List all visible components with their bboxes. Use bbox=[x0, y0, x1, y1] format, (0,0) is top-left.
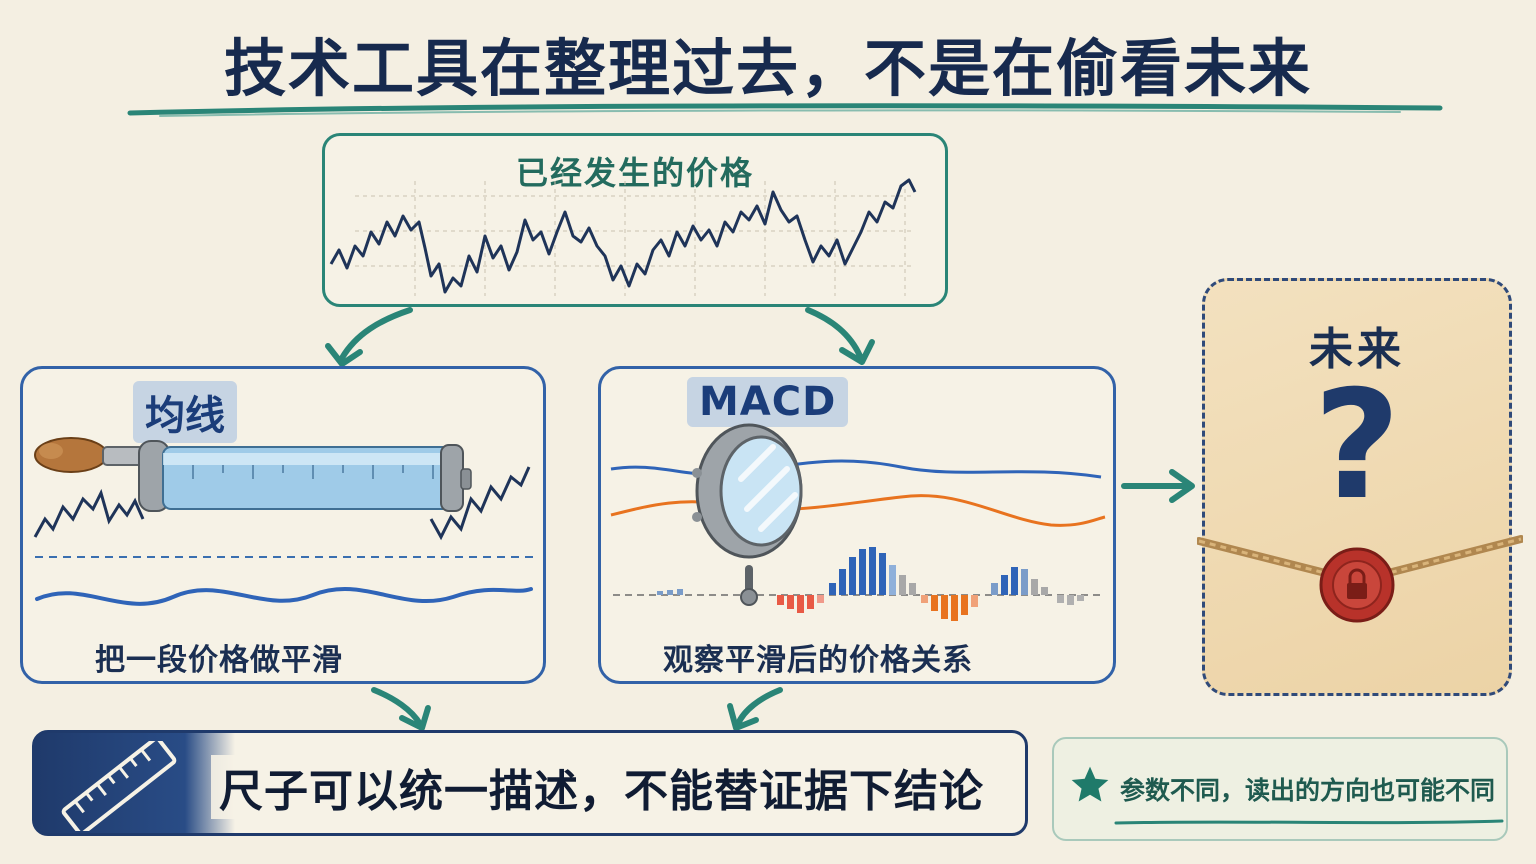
title-underline bbox=[127, 103, 1443, 117]
price-history-box: 已经发生的价格 bbox=[322, 133, 948, 307]
moving-average-tag: 均线 bbox=[133, 381, 237, 443]
macd-histogram bbox=[657, 547, 1084, 621]
macd-illustration bbox=[610, 423, 1106, 621]
arrow-to-future bbox=[1121, 469, 1195, 503]
price-history-chart bbox=[329, 178, 917, 296]
smoothed-line bbox=[35, 587, 533, 606]
ruler-icon bbox=[61, 741, 177, 831]
macd-tag: MACD bbox=[687, 377, 849, 427]
macd-panel: MACD 观察平滑后的价格关系 bbox=[598, 366, 1116, 684]
magnifying-glass-icon bbox=[692, 423, 803, 606]
future-label: 未来 bbox=[1309, 324, 1405, 375]
note-box: 参数不同，读出的方向也可能不同 bbox=[1052, 737, 1508, 841]
raw-price-line-left bbox=[33, 488, 145, 538]
note-text: 参数不同，读出的方向也可能不同 bbox=[1120, 776, 1496, 805]
star-icon bbox=[1071, 766, 1109, 802]
conclusion-box: 尺子可以统一描述，不能替证据下结论 bbox=[32, 730, 1028, 836]
flow-arrows-bottom bbox=[371, 687, 783, 731]
conclusion-text: 尺子可以统一描述，不能替证据下结论 bbox=[211, 755, 992, 819]
price-line bbox=[329, 178, 917, 294]
future-card: 未来 ? bbox=[1197, 278, 1523, 696]
moving-average-panel: 均线 把一段价格做平滑 bbox=[20, 366, 546, 684]
question-mark-icon: ? bbox=[1313, 359, 1401, 533]
chart-grid bbox=[355, 181, 915, 296]
macd-fast-line bbox=[610, 459, 1102, 479]
raw-price-line-right bbox=[429, 466, 531, 541]
macd-slow-line bbox=[610, 494, 1106, 527]
rolling-pin-icon bbox=[34, 437, 472, 512]
price-history-label: 已经发生的价格 bbox=[515, 154, 754, 192]
sealed-rope bbox=[1197, 535, 1523, 623]
page-title: 技术工具在整理过去，不是在偷看未来 bbox=[223, 32, 1312, 105]
flow-arrows-top bbox=[325, 307, 875, 367]
moving-average-caption: 把一段价格做平滑 bbox=[95, 643, 343, 678]
macd-caption: 观察平滑后的价格关系 bbox=[663, 643, 973, 678]
moving-average-illustration bbox=[33, 437, 533, 606]
wax-seal-icon bbox=[1319, 547, 1395, 623]
note-underline bbox=[1114, 819, 1504, 825]
